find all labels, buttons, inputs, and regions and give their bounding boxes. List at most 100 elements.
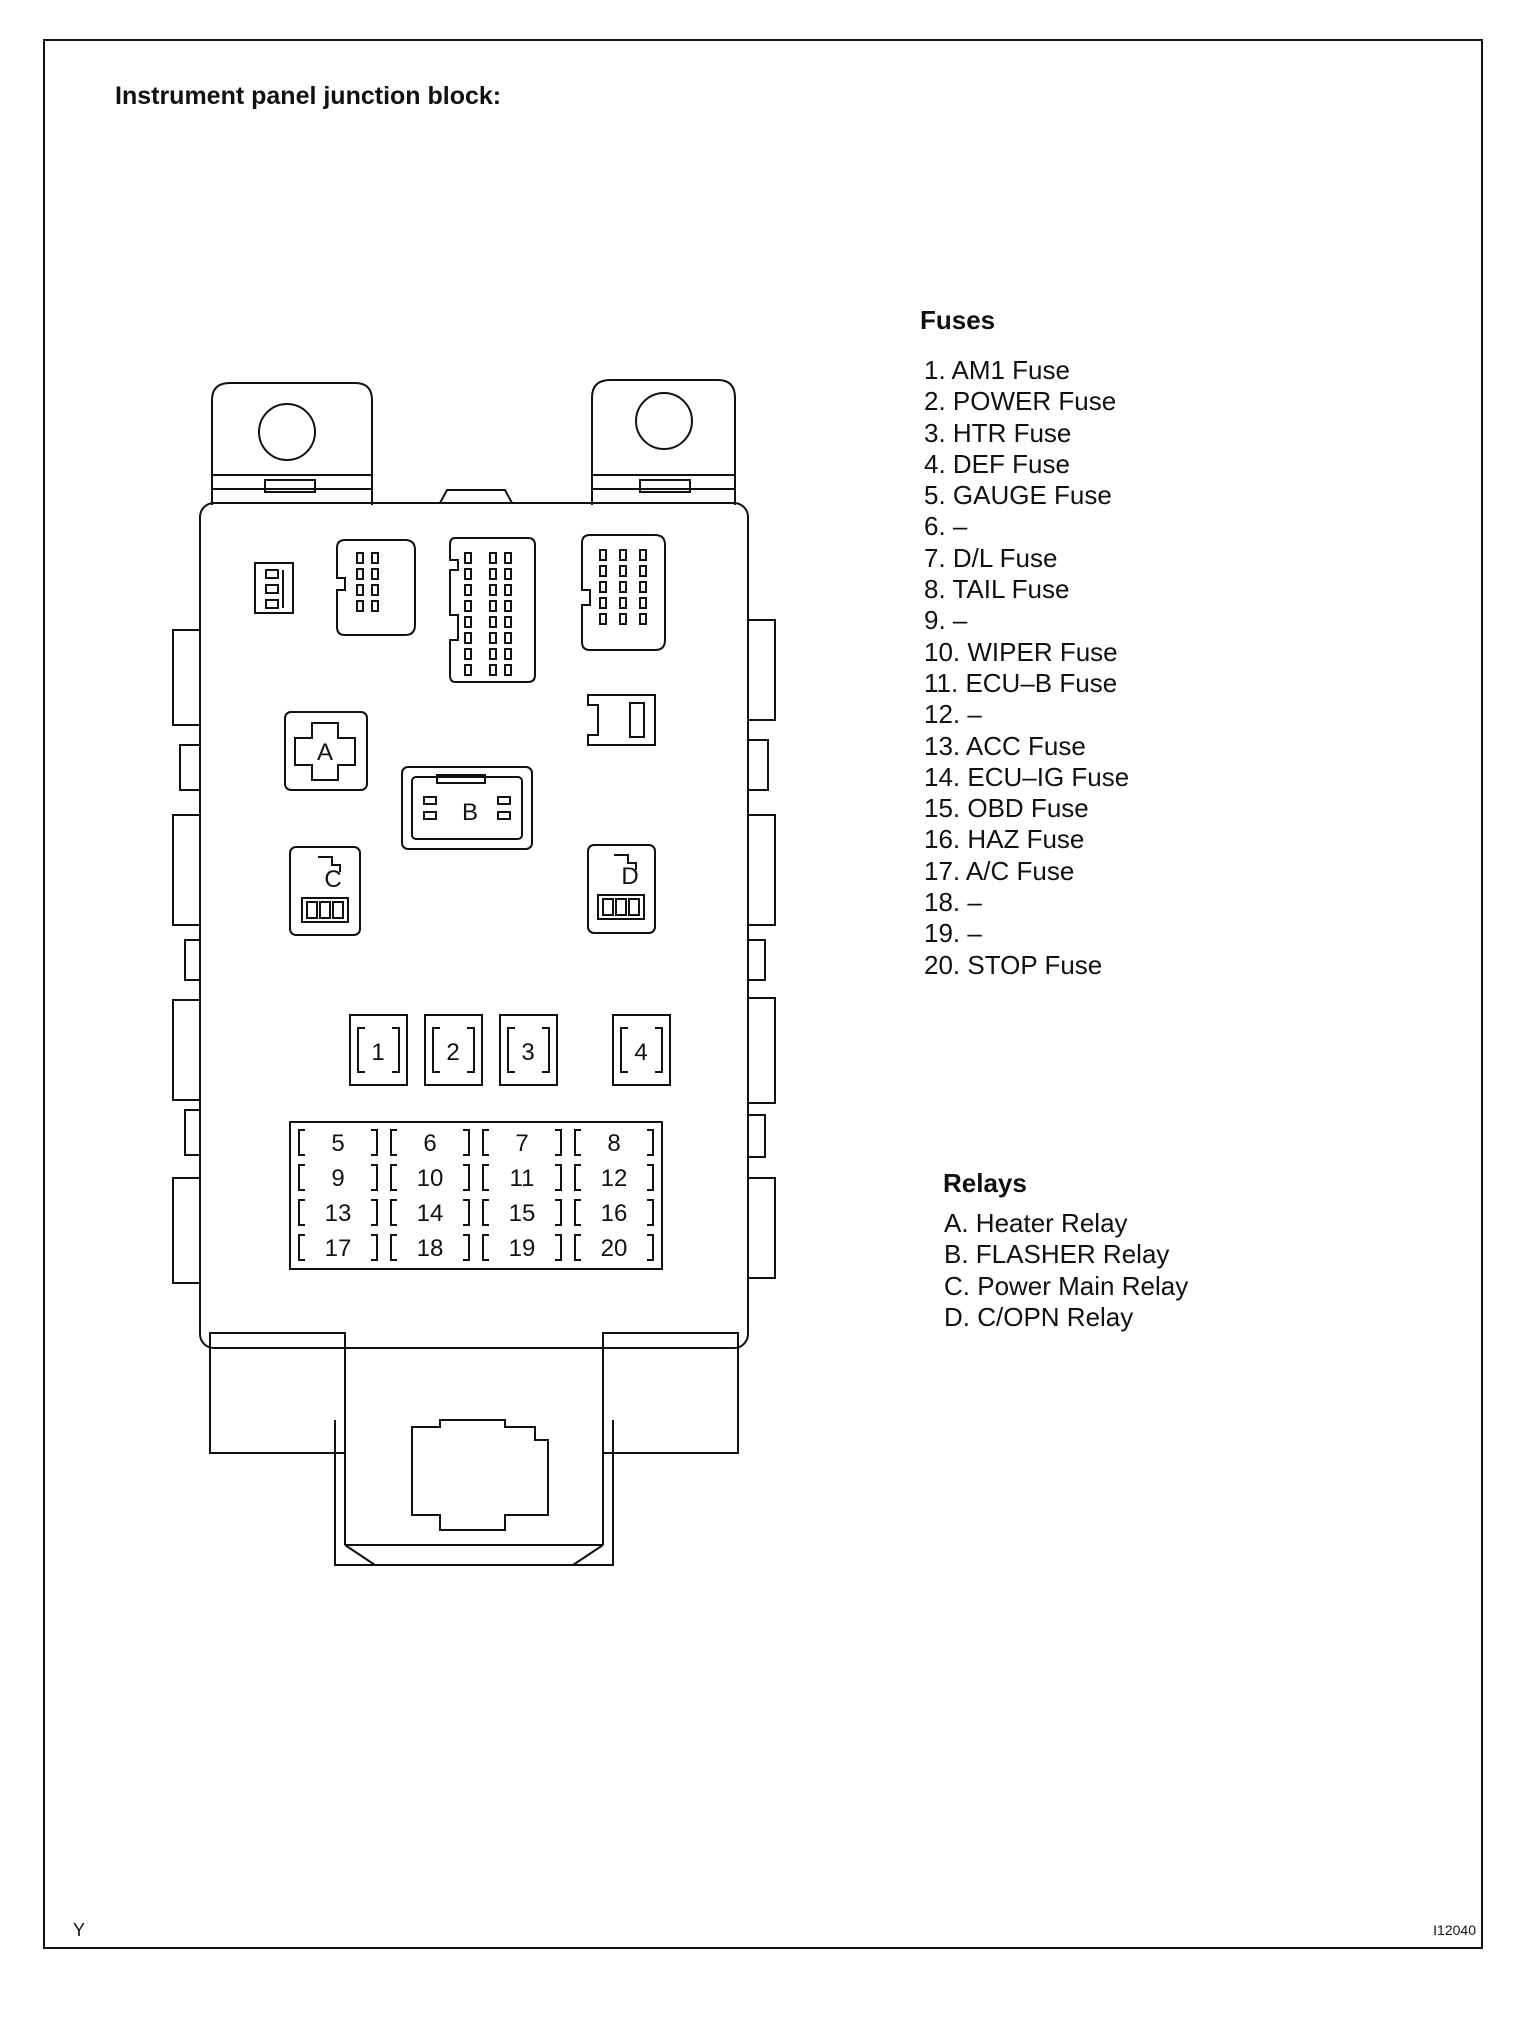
connector-pin <box>504 616 512 628</box>
fuse-list-item: 13. ACC Fuse <box>924 730 1086 761</box>
small-fuse-label: 14 <box>417 1200 444 1227</box>
relay-label-c: C <box>324 866 341 893</box>
relay-list-item: B. FLASHER Relay <box>944 1239 1170 1270</box>
relay-list-item: C. Power Main Relay <box>944 1270 1189 1301</box>
relays-heading: Relays <box>943 1168 1027 1198</box>
connector-pin <box>504 584 512 596</box>
connector-pin <box>489 664 497 676</box>
relay-a <box>284 711 368 791</box>
small-fuse <box>298 1199 378 1226</box>
small-fuse-label: 19 <box>509 1235 536 1262</box>
connector-pin <box>639 581 647 593</box>
fuse-list-item: 1. AM1 Fuse <box>924 355 1070 385</box>
relay-list-item: D. C/OPN Relay <box>944 1301 1134 1332</box>
connector-pin <box>619 581 627 593</box>
connector-pin <box>371 552 379 564</box>
connector-pin <box>489 616 497 628</box>
connector-pin <box>371 600 379 612</box>
small-fuse-label: 5 <box>331 1130 344 1157</box>
small-fuse-label: 10 <box>417 1165 444 1192</box>
connector-pin <box>489 648 497 660</box>
large-fuse-label: 3 <box>521 1039 534 1066</box>
relay-b <box>401 766 533 850</box>
connector-pin <box>504 600 512 612</box>
connector-pin <box>356 552 364 564</box>
small-fuse-label: 7 <box>515 1130 528 1157</box>
large-fuse-label: 1 <box>371 1039 384 1066</box>
small-fuse-label: 17 <box>325 1235 352 1262</box>
small-fuse <box>482 1164 562 1191</box>
small-fuse <box>298 1129 378 1156</box>
fuse-list-item: 14. ECU–IG Fuse <box>924 761 1130 792</box>
small-fuse-label: 16 <box>601 1200 628 1227</box>
connector-pin <box>639 613 647 625</box>
connector-pin <box>619 565 627 577</box>
small-fuse <box>298 1234 378 1261</box>
connector-pin <box>489 632 497 644</box>
small-fuse <box>298 1164 378 1191</box>
connector-left <box>336 539 416 636</box>
connector-pin <box>464 648 472 660</box>
connector-pin <box>599 549 607 561</box>
fuse-list-item: 7. D/L Fuse <box>924 542 1058 573</box>
corner-label-right: I12040 <box>1433 1922 1476 1938</box>
small-fuse-label: 18 <box>417 1235 444 1262</box>
small-fuse <box>574 1129 654 1156</box>
small-fuse-label: 8 <box>607 1130 620 1157</box>
connector-pin <box>464 616 472 628</box>
connector-pin <box>504 648 512 660</box>
connector-pin <box>619 597 627 609</box>
connector-pin <box>504 632 512 644</box>
connector-pin <box>504 664 512 676</box>
small-fuse <box>390 1129 470 1156</box>
connector-pin <box>639 597 647 609</box>
connector-pin <box>639 565 647 577</box>
page-frame <box>43 39 1483 1949</box>
fuse-list-item: 12. – <box>924 699 982 730</box>
small-fuse <box>574 1234 654 1261</box>
small-fuse-label: 13 <box>325 1200 352 1227</box>
small-fuse-label: 11 <box>510 1165 535 1192</box>
fuse-list-item: 6. – <box>924 511 968 542</box>
small-fuse <box>390 1234 470 1261</box>
left-mounting-ear <box>211 382 373 505</box>
connector-pin <box>371 568 379 580</box>
fuse-list-item: 10. WIPER Fuse <box>924 636 1118 667</box>
large-fuse-label: 4 <box>634 1039 647 1066</box>
fuse-list-item: 9. – <box>924 605 968 636</box>
connector-pin <box>464 600 472 612</box>
connector-pin <box>599 613 607 625</box>
small-fuse-label: 20 <box>601 1235 628 1262</box>
fuse-list-item: 2. POWER Fuse <box>924 386 1117 417</box>
small-fuse <box>574 1164 654 1191</box>
connector-center <box>449 537 536 683</box>
small-connector <box>254 562 294 614</box>
small-fuse <box>390 1199 470 1226</box>
small-fuse-label: 6 <box>423 1130 436 1157</box>
bottom-connector <box>411 1419 549 1531</box>
connector-pin <box>619 613 627 625</box>
fuse-list-item: 18. – <box>924 887 982 918</box>
small-fuse <box>574 1199 654 1226</box>
relay-label-d: D <box>621 863 638 890</box>
fuse-list-item: 19. – <box>924 918 982 949</box>
right-mounting-ear <box>591 379 736 505</box>
small-fuse <box>390 1164 470 1191</box>
fuse-list-item: 11. ECU–B Fuse <box>924 667 1118 698</box>
connector-pin <box>639 549 647 561</box>
relay-c <box>289 846 361 936</box>
connector-pin <box>599 565 607 577</box>
relay-label-b: B <box>462 799 478 826</box>
connector-pin <box>489 568 497 580</box>
connector-pin <box>464 552 472 564</box>
small-fuse-label: 9 <box>331 1165 344 1192</box>
large-fuse-3 <box>499 1014 558 1086</box>
small-fuse <box>482 1234 562 1261</box>
small-fuse <box>482 1199 562 1226</box>
connector-pin <box>371 584 379 596</box>
fuse-list-item: 20. STOP Fuse <box>924 949 1103 980</box>
small-fuse <box>482 1129 562 1156</box>
connector-pin <box>504 568 512 580</box>
small-side-connector <box>587 694 656 746</box>
